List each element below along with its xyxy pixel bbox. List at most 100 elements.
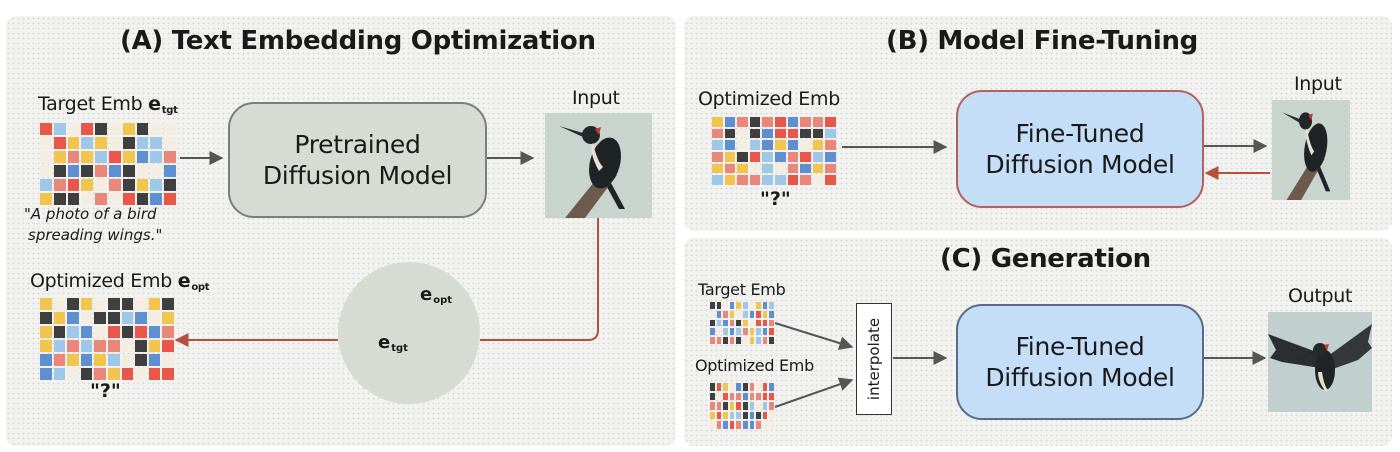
- embedding-cell: [53, 354, 66, 366]
- embedding-cell: [769, 421, 774, 429]
- embedding-cell: [95, 193, 107, 205]
- embedding-cell: [40, 326, 52, 338]
- panel-b-title: (B) Model Fine-Tuning: [886, 26, 1198, 56]
- target-emb-label-c: Target Emb: [698, 280, 786, 299]
- output-image: [1268, 312, 1372, 412]
- embedding-cell: [736, 310, 741, 318]
- embedding-cell: [736, 383, 741, 391]
- embedding-cell: [710, 411, 715, 420]
- embedding-cell: [135, 354, 147, 366]
- embedding-cell: [40, 151, 52, 163]
- embedding-cell: [109, 151, 121, 163]
- embedding-cell: [749, 310, 755, 318]
- embedding-cell: [81, 193, 94, 205]
- input-label-a: Input: [572, 87, 620, 109]
- optimized-emb-label-c: Optimized Emb: [695, 356, 814, 375]
- embedding-cell: [723, 383, 728, 391]
- embedding-cell: [737, 175, 748, 185]
- embedding-cell: [775, 175, 786, 185]
- embedding-cell: [80, 312, 93, 324]
- optimized-caption-a: "?": [90, 380, 121, 402]
- embedding-cell: [94, 312, 106, 324]
- embedding-cell: [762, 319, 768, 327]
- embedding-cell: [762, 163, 773, 174]
- embedding-cell: [825, 163, 836, 174]
- embedding-cell: [710, 392, 715, 401]
- embedding-cell: [53, 340, 66, 352]
- embedding-cell: [723, 411, 728, 420]
- embedding-cell: [108, 340, 120, 352]
- embedding-cell: [80, 298, 93, 310]
- embedding-cell: [736, 319, 741, 327]
- embedding-cell: [749, 302, 755, 309]
- output-label: Output: [1288, 285, 1353, 307]
- embedding-cell: [122, 137, 135, 149]
- embedding-cell: [736, 411, 741, 420]
- embedding-cell: [40, 165, 52, 177]
- embedding-cell: [164, 137, 176, 149]
- embedding-cell: [164, 179, 176, 191]
- embedding-cell: [712, 152, 723, 162]
- embedding-cell: [712, 175, 723, 185]
- embedding-cell: [67, 179, 80, 191]
- embedding-cell: [81, 165, 94, 177]
- embedding-cell: [769, 383, 774, 391]
- embedding-cell: [121, 312, 134, 324]
- embedding-cell: [749, 392, 755, 401]
- embedding-cell: [787, 163, 799, 174]
- embedding-cell: [135, 368, 147, 380]
- embedding-cell: [762, 302, 768, 309]
- embedding-cell: [53, 326, 66, 338]
- embedding-cell: [756, 328, 761, 336]
- embedding-cell: [108, 368, 120, 380]
- embedding-cell: [762, 175, 773, 185]
- panel-c-title: (C) Generation: [940, 244, 1151, 274]
- embedding-cell: [756, 421, 761, 429]
- embedding-cell: [80, 368, 93, 380]
- embedding-cell: [164, 193, 176, 205]
- embedding-cell: [749, 319, 755, 327]
- target-prompt-caption: "A photo of a bird spreading wings.": [24, 205, 163, 244]
- embedding-cell: [109, 193, 121, 205]
- embedding-cell: [710, 421, 715, 429]
- embedding-cell: [769, 411, 774, 420]
- embedding-cell: [787, 140, 799, 150]
- input-label-b: Input: [1294, 73, 1342, 95]
- embedding-cell: [150, 165, 163, 177]
- embedding-cell: [762, 117, 773, 127]
- embedding-cell: [162, 298, 174, 310]
- embedding-cell: [53, 123, 66, 135]
- embedding-cell: [749, 152, 761, 162]
- embedding-cell: [148, 298, 161, 310]
- embedding-cell: [775, 117, 786, 127]
- embedding-cell: [742, 411, 748, 420]
- optimized-caption-b: "?": [760, 188, 791, 210]
- embedding-cell: [749, 328, 755, 336]
- target-emb-label: Target Emb etgt: [38, 93, 178, 116]
- embedding-cell: [787, 128, 799, 139]
- embedding-cell: [710, 383, 715, 391]
- embedding-cell: [136, 123, 149, 135]
- embedding-cell: [749, 411, 755, 420]
- embedding-cell: [742, 383, 748, 391]
- embedding-cell: [762, 337, 768, 344]
- embedding-cell: [109, 165, 121, 177]
- embedding-cell: [723, 302, 728, 309]
- embedding-cell: [762, 140, 773, 150]
- embedding-cell: [749, 421, 755, 429]
- embedding-cell: [148, 340, 161, 352]
- embedding-cell: [94, 298, 106, 310]
- embedding-cell: [756, 411, 761, 420]
- embedding-cell: [729, 337, 735, 344]
- embedding-cell: [749, 163, 761, 174]
- embedding-cell: [762, 128, 773, 139]
- embedding-cell: [40, 312, 52, 324]
- optimized-embedding-grid-b: [712, 117, 836, 185]
- embedding-cell: [108, 354, 120, 366]
- embedding-cell: [108, 298, 120, 310]
- embedding-cell: [716, 402, 722, 410]
- embedding-cell: [135, 298, 147, 310]
- embedding-cell: [81, 123, 94, 135]
